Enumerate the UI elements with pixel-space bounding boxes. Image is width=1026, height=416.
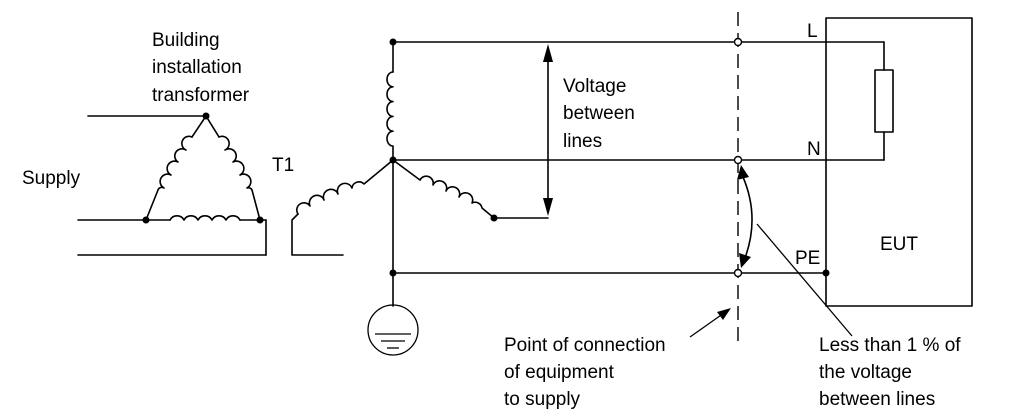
supply-label: Supply — [22, 168, 81, 189]
connection-terminal-n — [733, 155, 743, 165]
supply-lines — [77, 115, 267, 256]
star-secondary-winding — [291, 38, 549, 307]
conductors — [392, 41, 885, 277]
voltage-label-line-1: Voltage — [563, 76, 626, 97]
delta-node-left — [142, 216, 150, 224]
less-than-line-1: Less than 1 % of — [819, 335, 961, 356]
delta-primary-winding — [142, 112, 264, 224]
connection-terminal-l — [733, 37, 743, 47]
terminal-n-label: N — [807, 139, 821, 160]
transformer-title-line-1: Building — [152, 30, 220, 51]
voltage-arrow — [543, 44, 553, 216]
poc-line-2: of equipment — [504, 362, 615, 383]
eut-box — [825, 17, 973, 307]
poc-leader — [689, 308, 731, 338]
delta-node-top — [202, 112, 210, 120]
earth-ground-icon — [367, 304, 419, 356]
poc-line-3: to supply — [504, 389, 581, 410]
delta-node-right — [256, 216, 264, 224]
third-phase-node — [490, 214, 498, 222]
terminal-pe-label: PE — [795, 248, 820, 269]
eut-label: EUT — [880, 234, 918, 255]
transformer-title: Building installation transformer — [152, 30, 250, 106]
transformer-title-line-2: installation — [152, 57, 242, 78]
voltage-between-lines-label: Voltage between lines — [563, 76, 635, 152]
t1-label: T1 — [272, 155, 294, 176]
transformer-title-line-3: transformer — [152, 85, 250, 106]
point-of-connection-label: Point of connection of equipment to supp… — [504, 335, 666, 410]
voltage-label-line-3: lines — [563, 131, 602, 152]
less-than-leader — [756, 223, 853, 337]
less-than-line-3: between lines — [819, 389, 935, 410]
n-pe-voltage-arrow — [737, 165, 753, 268]
load-resistor — [874, 69, 894, 133]
less-than-label: Less than 1 % of the voltage between lin… — [819, 335, 961, 410]
poc-line-1: Point of connection — [504, 335, 666, 356]
voltage-label-line-2: between — [563, 103, 635, 124]
terminal-l-label: L — [807, 21, 818, 42]
connection-terminal-pe — [733, 268, 743, 278]
less-than-line-2: the voltage — [819, 362, 912, 383]
